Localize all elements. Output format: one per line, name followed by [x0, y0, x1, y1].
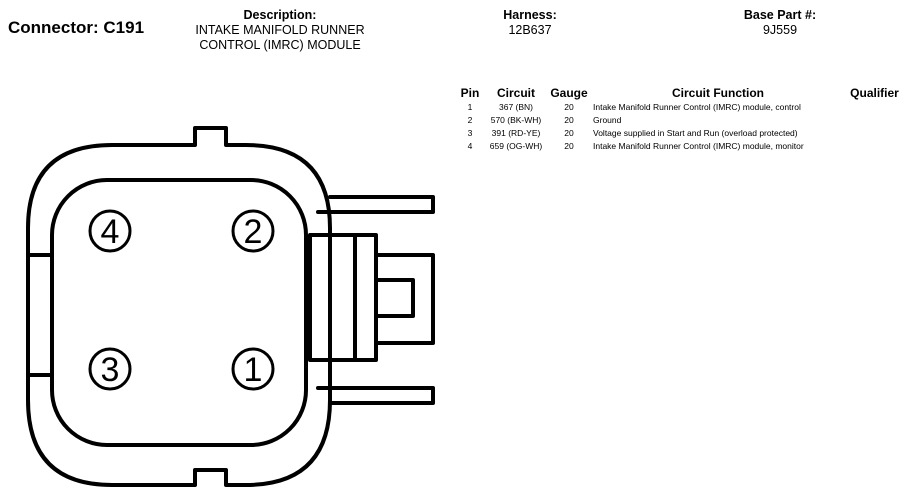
lock-plate	[374, 253, 435, 345]
description-label: Description:	[243, 8, 317, 22]
cell-gauge: 20	[564, 102, 574, 112]
connector-outer-housing	[26, 126, 332, 487]
right-latch-arm-top	[316, 195, 435, 214]
harness-label: Harness:	[503, 8, 557, 22]
lock-housing	[308, 233, 378, 362]
table-row: 2 570 (BK-WH) 20 Ground	[455, 115, 904, 128]
header-circuit: Circuit	[496, 86, 535, 100]
pin-table: Pin Circuit Gauge Circuit Function Quali…	[455, 86, 904, 154]
pin-3-circle	[88, 347, 132, 391]
cell-function: Voltage supplied in Start and Run (overl…	[593, 128, 798, 138]
header-circuit-function: Circuit Function	[672, 86, 764, 100]
table-row: 1 367 (BN) 20 Intake Manifold Runner Con…	[455, 102, 904, 115]
pin-4-circle	[88, 209, 132, 253]
description-line-1: INTAKE MANIFOLD RUNNER	[195, 23, 365, 37]
cell-circuit: 391 (RD-YE)	[491, 128, 541, 138]
pin-4-label: 4	[101, 213, 120, 251]
header-qualifier: Qualifier	[850, 86, 899, 100]
description-line-2: CONTROL (IMRC) MODULE	[199, 38, 361, 52]
pin-3-label: 3	[101, 351, 120, 389]
pin-1-circle	[231, 347, 275, 391]
cell-function: Intake Manifold Runner Control (IMRC) mo…	[593, 141, 804, 151]
pin-2-label: 2	[244, 213, 263, 251]
cell-gauge: 20	[564, 115, 574, 125]
cell-pin: 3	[467, 128, 473, 138]
cell-gauge: 20	[564, 128, 574, 138]
cell-circuit: 570 (BK-WH)	[490, 115, 542, 125]
cell-circuit: 367 (BN)	[498, 102, 533, 112]
base-part-label: Base Part #:	[743, 8, 817, 22]
table-row: 3 391 (RD-YE) 20 Voltage supplied in Sta…	[455, 128, 904, 141]
base-part-value: 9J559	[762, 23, 798, 37]
harness-block: Harness: 12B637	[480, 8, 580, 38]
cell-circuit: 659 (OG-WH)	[489, 141, 543, 151]
table-row: 4 659 (OG-WH) 20 Intake Manifold Runner …	[455, 141, 904, 154]
cell-pin: 2	[467, 115, 473, 125]
description-block: Description: INTAKE MANIFOLD RUNNER CONT…	[180, 8, 380, 53]
connector-inner-body	[50, 178, 308, 447]
connector-title: Connector: C191	[8, 18, 145, 37]
cell-gauge: 20	[564, 141, 574, 151]
cell-function: Intake Manifold Runner Control (IMRC) mo…	[593, 102, 801, 112]
pin-table-header-row: Pin Circuit Gauge Circuit Function Quali…	[455, 86, 904, 102]
header-gauge: Gauge	[550, 86, 588, 100]
harness-value: 12B637	[508, 23, 552, 37]
cell-pin: 1	[467, 102, 473, 112]
base-part-block: Base Part #: 9J559	[720, 8, 840, 38]
lock-tab	[374, 278, 415, 318]
cell-function: Ground	[593, 115, 622, 125]
header-pin: Pin	[460, 86, 480, 100]
pin-1-label: 1	[244, 351, 263, 389]
right-latch-arm-bottom	[316, 386, 435, 405]
pin-2-circle	[231, 209, 275, 253]
cell-pin: 4	[467, 141, 473, 151]
